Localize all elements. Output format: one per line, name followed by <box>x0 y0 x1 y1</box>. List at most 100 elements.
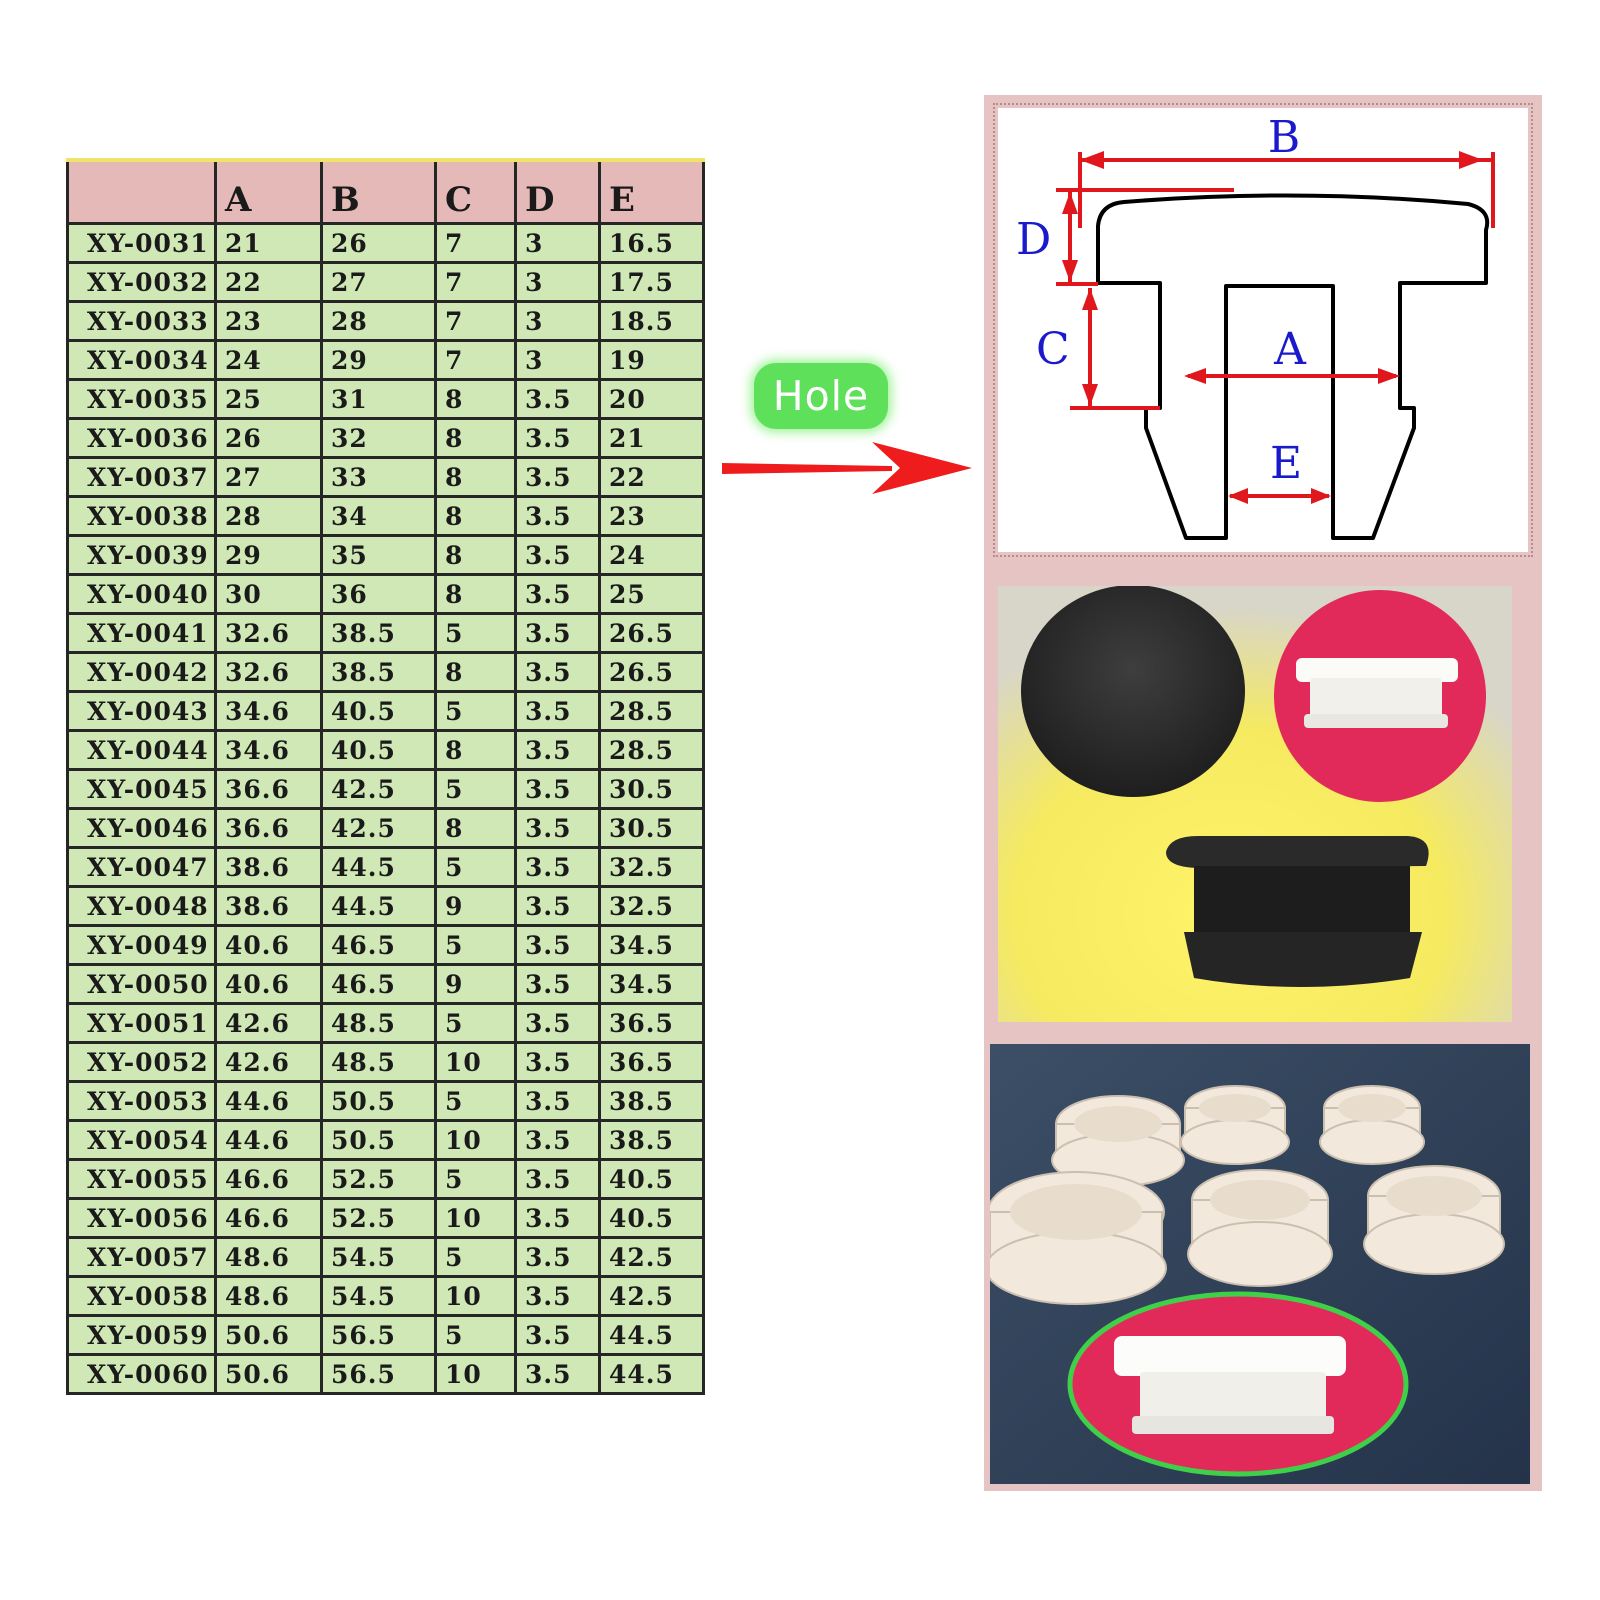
cell-model: XY-0034 <box>66 339 217 381</box>
cell-e: 25 <box>598 573 705 615</box>
cell-c: 5 <box>434 1002 517 1044</box>
cell-a: 44.6 <box>214 1119 323 1161</box>
cell-a: 44.6 <box>214 1080 323 1122</box>
cell-c: 5 <box>434 1158 517 1200</box>
cell-d: 3.5 <box>514 378 601 420</box>
table-header-row: A B C D E <box>66 158 705 225</box>
right-arrow-icon <box>722 442 972 494</box>
cell-model: XY-0057 <box>66 1236 217 1278</box>
cell-c: 7 <box>434 261 517 303</box>
cell-c: 5 <box>434 846 517 888</box>
cell-c: 5 <box>434 612 517 654</box>
header-e: E <box>598 158 705 225</box>
cell-a: 38.6 <box>214 885 323 927</box>
label-a: A <box>1273 324 1307 375</box>
cell-d: 3.5 <box>514 846 601 888</box>
cell-a: 42.6 <box>214 1002 323 1044</box>
cell-e: 32.5 <box>598 885 705 927</box>
dimension-diagram: B D C A E <box>993 103 1533 557</box>
cell-b: 46.5 <box>320 924 437 966</box>
cell-d: 3.5 <box>514 534 601 576</box>
cell-model: XY-0052 <box>66 1041 217 1083</box>
hole-label: Hole <box>754 363 888 429</box>
cell-c: 8 <box>434 456 517 498</box>
cell-d: 3.5 <box>514 1041 601 1083</box>
cell-e: 40.5 <box>598 1158 705 1200</box>
cell-a: 46.6 <box>214 1158 323 1200</box>
cell-e: 32.5 <box>598 846 705 888</box>
cell-b: 54.5 <box>320 1236 437 1278</box>
cell-b: 42.5 <box>320 768 437 810</box>
cell-a: 32.6 <box>214 612 323 654</box>
cell-b: 40.5 <box>320 690 437 732</box>
cell-e: 42.5 <box>598 1236 705 1278</box>
cell-e: 19 <box>598 339 705 381</box>
cell-model: XY-0038 <box>66 495 217 537</box>
cell-model: XY-0047 <box>66 846 217 888</box>
cell-d: 3.5 <box>514 1353 601 1395</box>
cell-b: 29 <box>320 339 437 381</box>
cell-d: 3 <box>514 222 601 264</box>
cell-model: XY-0053 <box>66 1080 217 1122</box>
cell-model: XY-0058 <box>66 1275 217 1317</box>
cell-a: 25 <box>214 378 323 420</box>
cell-e: 22 <box>598 456 705 498</box>
cell-e: 28.5 <box>598 690 705 732</box>
cell-b: 48.5 <box>320 1041 437 1083</box>
cell-d: 3.5 <box>514 1236 601 1278</box>
cell-c: 8 <box>434 651 517 693</box>
cell-c: 5 <box>434 768 517 810</box>
header-d: D <box>514 158 601 225</box>
cell-b: 44.5 <box>320 846 437 888</box>
cell-d: 3.5 <box>514 495 601 537</box>
cell-a: 48.6 <box>214 1236 323 1278</box>
cell-b: 52.5 <box>320 1197 437 1239</box>
cell-b: 46.5 <box>320 963 437 1005</box>
cell-e: 38.5 <box>598 1080 705 1122</box>
cell-d: 3.5 <box>514 924 601 966</box>
header-model <box>66 158 217 225</box>
header-a: A <box>214 158 323 225</box>
cell-b: 48.5 <box>320 1002 437 1044</box>
cell-model: XY-0039 <box>66 534 217 576</box>
cell-a: 36.6 <box>214 807 323 849</box>
cell-d: 3 <box>514 300 601 342</box>
product-photo-white-plugs <box>990 1044 1530 1484</box>
cell-d: 3.5 <box>514 417 601 459</box>
cell-d: 3.5 <box>514 963 601 1005</box>
cell-c: 5 <box>434 1236 517 1278</box>
cell-c: 10 <box>434 1353 517 1395</box>
cell-e: 30.5 <box>598 768 705 810</box>
cell-c: 10 <box>434 1197 517 1239</box>
cell-d: 3.5 <box>514 729 601 771</box>
cell-c: 8 <box>434 534 517 576</box>
cell-model: XY-0060 <box>66 1353 217 1395</box>
cell-e: 26.5 <box>598 612 705 654</box>
cell-b: 52.5 <box>320 1158 437 1200</box>
cell-b: 33 <box>320 456 437 498</box>
cell-model: XY-0033 <box>66 300 217 342</box>
cell-e: 44.5 <box>598 1314 705 1356</box>
cell-a: 24 <box>214 339 323 381</box>
cell-a: 34.6 <box>214 690 323 732</box>
cell-e: 44.5 <box>598 1353 705 1395</box>
cell-d: 3.5 <box>514 573 601 615</box>
cell-model: XY-0032 <box>66 261 217 303</box>
cell-b: 50.5 <box>320 1080 437 1122</box>
cell-c: 5 <box>434 924 517 966</box>
cell-c: 8 <box>434 417 517 459</box>
